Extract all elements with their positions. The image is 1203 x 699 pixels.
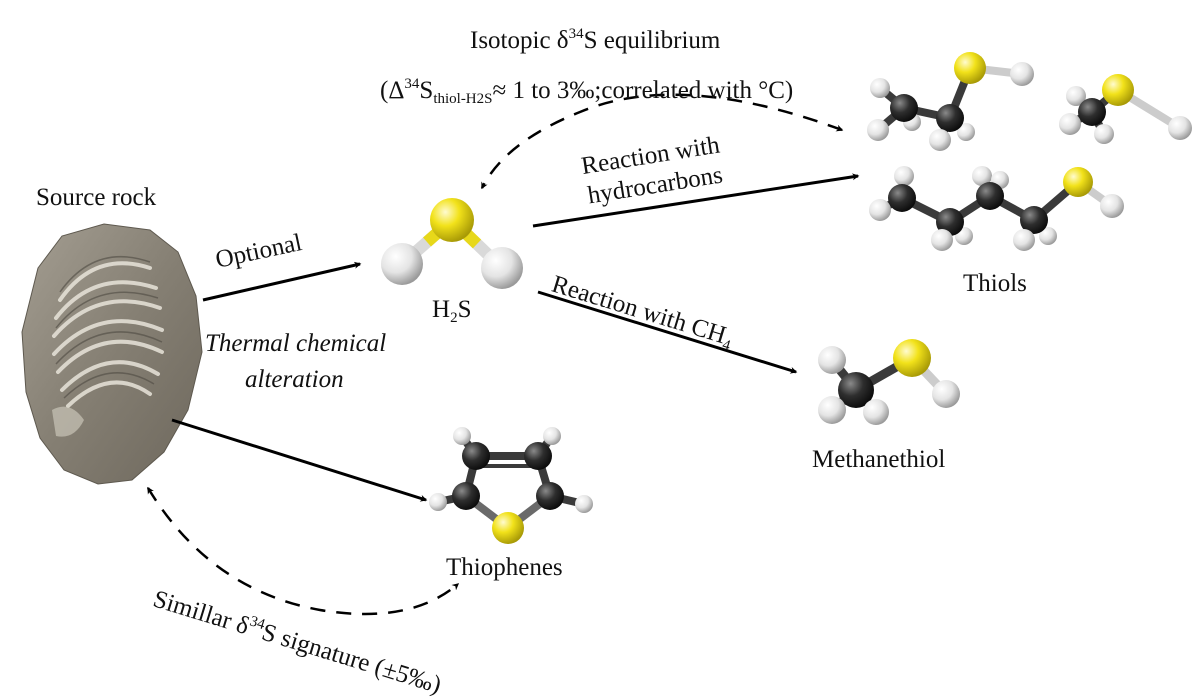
h2s-molecule [381,198,523,289]
dashed-arrow-signature [146,486,460,616]
dashed-arrow-equilibrium [480,93,844,190]
delta-label-sup: 34 [404,76,420,92]
alteration-label-line2: alteration [245,366,344,393]
delta-label-sub: thiol-H2S [433,91,493,107]
delta-label-s: S [419,77,434,104]
equilibrium-label-post: S equilibrium [583,27,721,54]
source-rock-image [21,223,203,485]
delta-label-open: (Δ [380,77,405,104]
arrow-source-to-thiophenes [171,418,428,502]
h2s-label: H2S [432,296,471,327]
equilibrium-label-pre: Isotopic δ [470,27,569,54]
butanethiol-molecule [869,166,1124,251]
delta-label: (Δ34Sthiol-H2S≈ 1 to 3‰;correlated with … [380,76,793,108]
arrow-h2s-to-methanethiol [537,290,798,374]
h2s-label-h: H [432,296,451,323]
methanethiol-molecule-small [1059,74,1192,144]
thiophenes-label: Thiophenes [446,554,563,581]
h2s-label-2: 2 [450,310,458,326]
h2s-label-s: S [457,296,472,323]
thiols-label: Thiols [963,270,1027,297]
equilibrium-label: Isotopic δ34S equilibrium [470,26,720,55]
equilibrium-label-sup: 34 [568,26,584,42]
thiophene-molecule [429,427,593,544]
ethanethiol-molecule [867,52,1034,151]
methanethiol-label: Methanethiol [812,446,946,473]
arrow-source-to-h2s [202,261,362,302]
source-rock-label: Source rock [36,184,157,211]
delta-label-rest: ≈ 1 to 3‰;correlated with °C) [492,77,794,104]
alteration-label-line1: Thermal chemical [205,330,387,357]
methanethiol-molecule [818,339,960,425]
